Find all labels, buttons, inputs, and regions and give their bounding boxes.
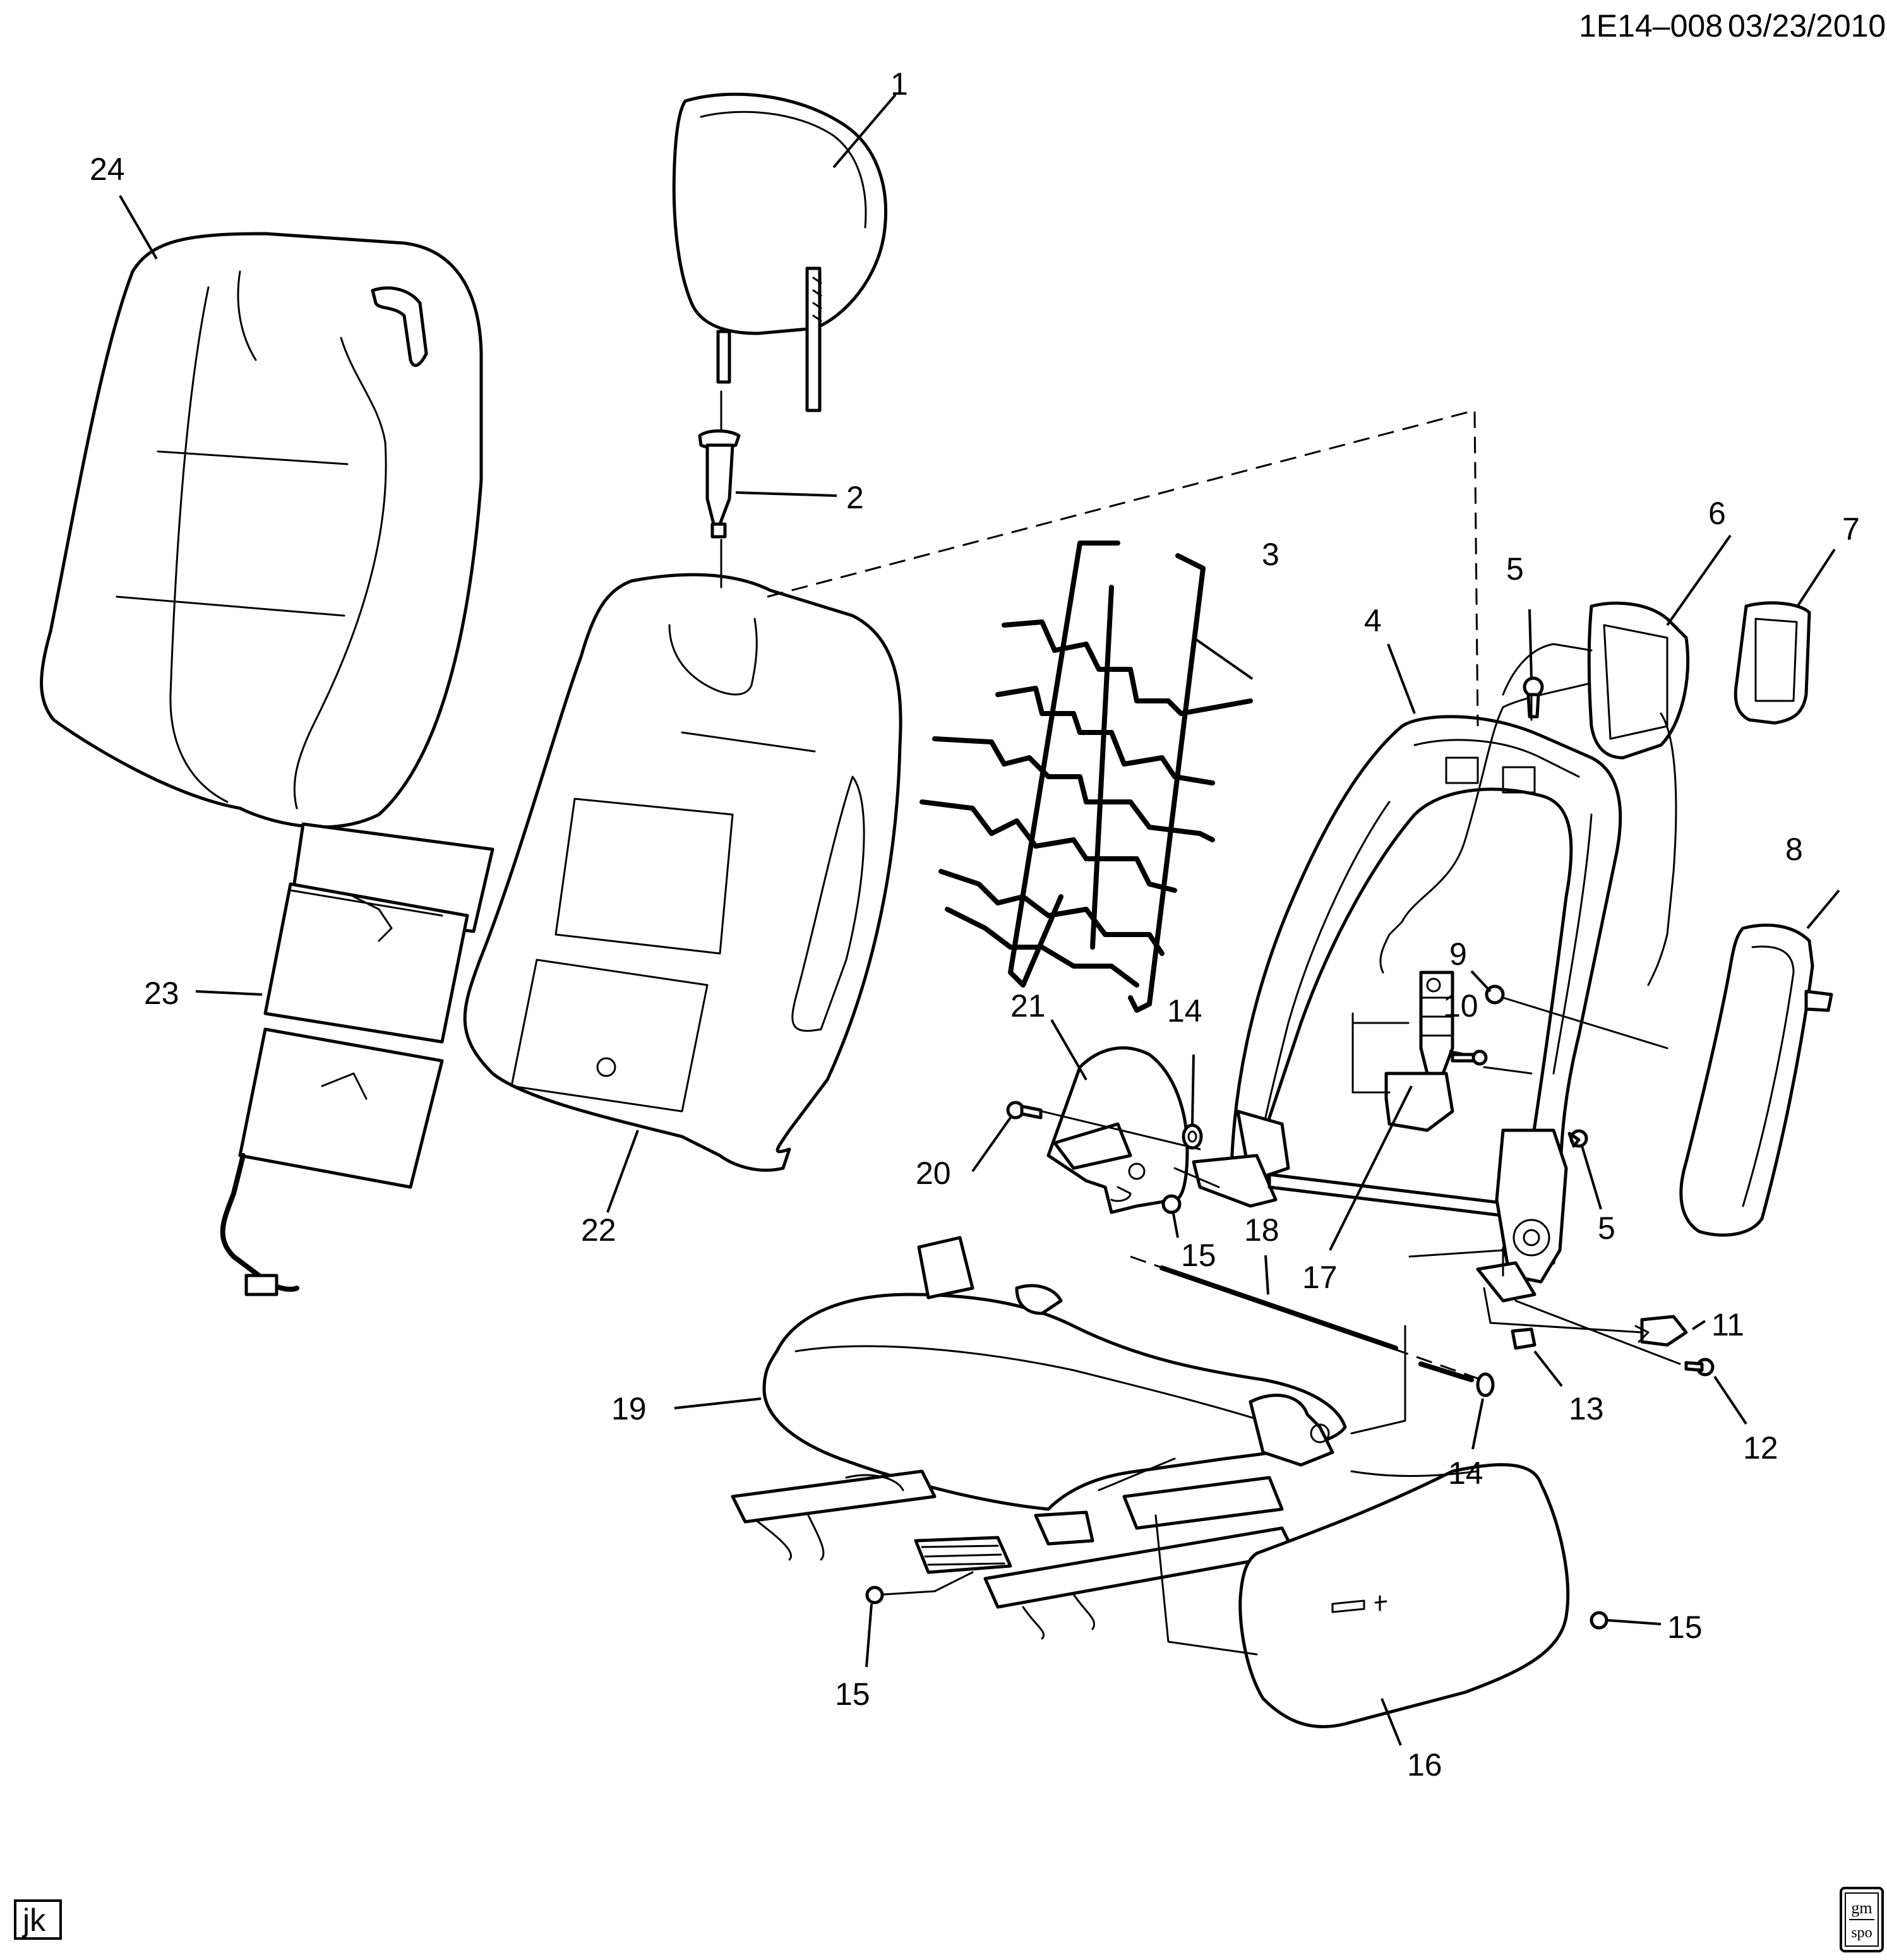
- callout-11: 11: [1711, 1307, 1744, 1342]
- part-3-spring-mat: [920, 541, 1253, 1013]
- callout-21: 21: [1010, 988, 1046, 1024]
- part-15-fastener-c: [1590, 1611, 1608, 1630]
- logo-text-spo: spo: [1851, 1925, 1872, 1941]
- part-5-bolt-top: [1523, 676, 1544, 719]
- callout-16: 16: [1407, 1747, 1442, 1783]
- part-10-bolt: [1451, 1049, 1488, 1066]
- part-13-nut: [1511, 1327, 1537, 1350]
- part-11-latch: [1634, 1315, 1688, 1347]
- part-8-trim-panel: [1679, 923, 1833, 1237]
- part-7-bezel: [1734, 601, 1811, 725]
- part-23-heater-mat: [220, 822, 494, 1296]
- part-15-fastener-a: [1161, 1194, 1182, 1214]
- callout-4: 4: [1364, 603, 1382, 638]
- callout-labels: 1 2 3 4 5 5 6 7 8 9 10 11 12 13 14 14 15…: [90, 66, 1860, 1783]
- callout-15-c: 15: [1667, 1610, 1703, 1645]
- callout-19: 19: [611, 1391, 647, 1426]
- callout-2: 2: [846, 480, 864, 515]
- callout-8: 8: [1785, 832, 1803, 867]
- part-24-seatback-cover: [40, 232, 483, 829]
- part-14-washer-lower: [1476, 1372, 1495, 1397]
- part-6-recliner-handle: [1502, 601, 1690, 986]
- callout-13: 13: [1569, 1391, 1604, 1426]
- part-4-seatback-frame: [1192, 674, 1622, 1303]
- part-14-washer-upper: [1182, 1123, 1203, 1150]
- part-1-headrest: [672, 92, 887, 412]
- callout-6: 6: [1708, 496, 1726, 531]
- part-18-rod: [1130, 1255, 1491, 1384]
- part-16-side-trim: [1238, 1463, 1570, 1728]
- doc-date: 03/23/2010: [1728, 8, 1886, 44]
- callout-15-b: 15: [835, 1676, 870, 1712]
- part-22-seatback-pad: [463, 573, 902, 1172]
- doc-id: 1E14–008: [1579, 8, 1723, 44]
- callout-14-upper: 14: [1167, 993, 1202, 1029]
- callout-5-top: 5: [1506, 551, 1524, 587]
- callout-24: 24: [90, 152, 125, 187]
- callout-15-a: 15: [1181, 1238, 1216, 1273]
- callout-9: 9: [1449, 936, 1467, 972]
- callout-10: 10: [1443, 988, 1478, 1024]
- callout-1: 1: [890, 66, 908, 102]
- connector-lines: [767, 409, 1681, 1656]
- callout-7: 7: [1842, 511, 1860, 547]
- callout-5-side: 5: [1598, 1210, 1615, 1246]
- part-5-bolt-side: [1567, 1129, 1588, 1148]
- callout-12: 12: [1743, 1430, 1778, 1466]
- callout-18: 18: [1244, 1212, 1279, 1248]
- callout-20: 20: [916, 1156, 951, 1191]
- gm-spo-logo: gm spo: [1840, 1887, 1884, 1952]
- part-20-screw: [1006, 1101, 1043, 1120]
- part-2-headrest-guide: [698, 390, 741, 589]
- callout-17: 17: [1302, 1260, 1338, 1295]
- callout-leaders: [119, 93, 1840, 1746]
- footer-initials: jk: [21, 1903, 46, 1938]
- callout-3: 3: [1262, 537, 1279, 572]
- callout-14-lower: 14: [1448, 1455, 1483, 1491]
- part-17-motor: [1384, 971, 1454, 1132]
- logo-text-gm: gm: [1851, 1899, 1872, 1917]
- callout-23: 23: [144, 976, 179, 1011]
- callout-22: 22: [581, 1212, 616, 1248]
- part-12-bolt: [1684, 1358, 1715, 1377]
- part-19-seat-cushion: [731, 1236, 1347, 1640]
- footer-initials-box: jk: [14, 1899, 62, 1940]
- part-15-fastener-b: [865, 1586, 884, 1604]
